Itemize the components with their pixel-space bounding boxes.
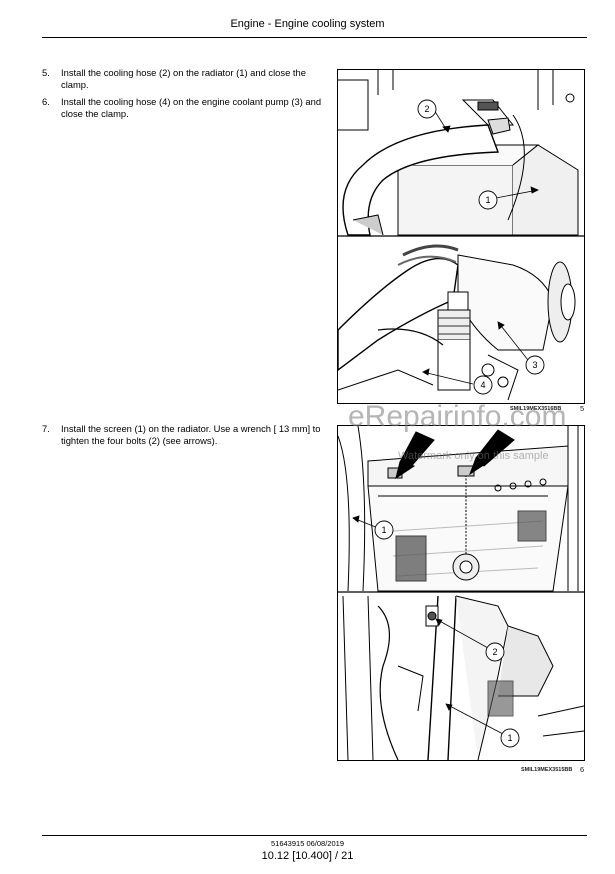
figure-5-number: 5 [580, 404, 585, 413]
callout-label: 2 [492, 647, 497, 657]
watermark-brand: eRepairinfo.com [348, 400, 567, 433]
footer-page-number: 10.12 [10.400] / 21 [261, 850, 354, 862]
figure-6-illustration: 1 2 1 [338, 426, 584, 760]
figure-6-code: SMIL19MEX3515BB [521, 767, 573, 773]
callout-label: 3 [532, 360, 537, 370]
callout-label: 1 [381, 525, 386, 535]
step-text: Install the cooling hose (4) on the engi… [61, 96, 322, 119]
step-text: Install the cooling hose (2) on the radi… [61, 67, 306, 90]
callout-circle [525, 355, 545, 375]
callout-circle [417, 99, 437, 119]
step-number: 7. [42, 423, 50, 434]
callout-circle [500, 728, 520, 748]
callout-label: 1 [485, 195, 490, 205]
callout-label: 4 [480, 380, 485, 390]
steps-top: 5. Install the cooling hose (2) on the r… [42, 67, 322, 125]
figure-5-illustration: 2 1 3 4 [338, 70, 584, 401]
figure-6: 1 2 1 [337, 425, 585, 761]
step-5: 5. Install the cooling hose (2) on the r… [42, 67, 322, 91]
step-number: 5. [42, 67, 50, 78]
step-7: 7. Install the screen (1) on the radiato… [42, 423, 322, 447]
callout-circle [473, 375, 493, 395]
figure-5-code: SMIL19MEX3516BB [510, 406, 562, 412]
steps-bottom: 7. Install the screen (1) on the radiato… [42, 423, 322, 452]
callout-circle [485, 642, 505, 662]
step-number: 6. [42, 96, 50, 107]
footer-divider [42, 835, 587, 836]
callout-label: 1 [507, 733, 512, 743]
page-header-title: Engine - Engine cooling system [230, 18, 385, 30]
figure-5: 2 1 3 4 [337, 69, 585, 404]
step-6: 6. Install the cooling hose (4) on the e… [42, 96, 322, 120]
callout-circle [374, 520, 394, 540]
step-text: Install the screen (1) on the radiator. … [61, 423, 321, 446]
watermark-note: Watermark only on this sample [398, 450, 549, 462]
header-divider [42, 37, 587, 38]
callout-label: 2 [424, 104, 429, 114]
footer-doc-id: 51643915 06/08/2019 [271, 839, 344, 848]
callout-circle [478, 190, 498, 210]
figure-6-number: 6 [580, 765, 585, 774]
